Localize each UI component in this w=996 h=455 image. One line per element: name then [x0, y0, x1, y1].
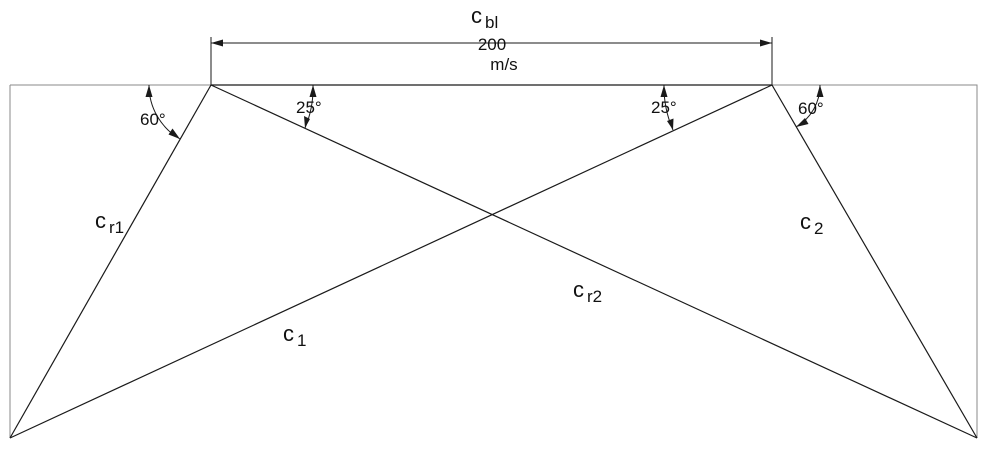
blade-speed-value: 200: [478, 35, 506, 54]
label-cr2-subscript: r2: [587, 287, 602, 306]
velocity-line-c1: [9, 84, 773, 439]
label-cr1-symbol: c: [95, 208, 106, 233]
angle-label-right-outer: 60°: [798, 99, 824, 118]
angle-arc-left-outer: [145, 84, 181, 140]
angle-label-left-outer: 60°: [140, 110, 166, 129]
label-c2-symbol: c: [800, 209, 811, 234]
blade-speed-symbol: c: [471, 3, 482, 28]
dimension-arrowhead-left: [211, 39, 223, 47]
label-c1-symbol: c: [283, 321, 294, 346]
blade-speed-unit: m/s: [490, 55, 517, 74]
velocity-line-c2: [771, 84, 978, 439]
angle-arc-right-inner: [660, 84, 674, 131]
blade-speed-subscript: bl: [485, 13, 498, 32]
label-c1-subscript: 1: [297, 331, 306, 350]
angle-label-left-inner: 25°: [296, 98, 322, 117]
label-c2-subscript: 2: [814, 219, 823, 238]
angle-label-right-inner: 25°: [651, 98, 677, 117]
reference-frame: [9, 84, 978, 438]
label-cr1-subscript: r1: [109, 218, 124, 237]
angle-arc-left-inner: [304, 84, 317, 129]
label-cr2-symbol: c: [573, 277, 584, 302]
velocity-line-cr1: [9, 84, 212, 439]
velocity-line-cr2: [210, 84, 978, 439]
angle-arc-right-outer: [795, 84, 824, 128]
dimension-line: [210, 37, 773, 85]
dimension-arrowhead-right: [760, 39, 772, 47]
